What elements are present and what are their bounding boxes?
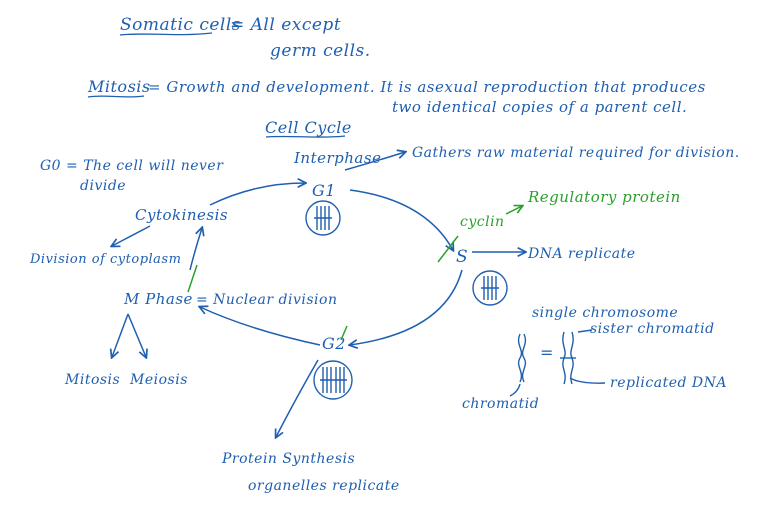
somatic-def-line1: = All except bbox=[230, 15, 341, 35]
chromatid-pointer bbox=[509, 383, 521, 397]
cycle-title: Cell Cycle bbox=[265, 118, 352, 137]
single-chromosome-label: single chromosome bbox=[532, 305, 678, 321]
g2-chromosome-pair-icon bbox=[313, 360, 353, 400]
somatic-def-line2: germ cells. bbox=[270, 41, 371, 61]
cyclin-checkpoint-mark bbox=[437, 235, 459, 263]
regulatory-protein-label: Regulatory protein bbox=[527, 188, 681, 206]
mphase-checkpoint-mark bbox=[187, 264, 198, 293]
g2-label: G2 bbox=[322, 334, 346, 353]
sister-chromatid-label: sister chromatid bbox=[590, 321, 715, 337]
mitosis-def-line2: two identical copies of a parent cell. bbox=[392, 98, 687, 116]
mitosis-def-line1: = Growth and development. It is asexual … bbox=[148, 78, 706, 96]
s-chromosome-pair-icon bbox=[472, 270, 508, 306]
cycle-title-underline bbox=[265, 135, 346, 138]
arrow-cytoplasm-division bbox=[112, 225, 151, 246]
arrow-g2-note bbox=[276, 359, 319, 437]
m-phase-def: = Nuclear division bbox=[196, 292, 337, 308]
s-label: S bbox=[456, 247, 468, 267]
arrow-cyclin-protein bbox=[505, 206, 522, 215]
g2-note-line2: organelles replicate bbox=[248, 478, 400, 494]
cytokinesis-label: Cytokinesis bbox=[135, 206, 228, 224]
somatic-term: Somatic cells bbox=[120, 15, 241, 35]
meiosis-label: Meiosis bbox=[129, 372, 188, 388]
replicated-dna-label: replicated DNA bbox=[610, 375, 727, 391]
g2-checkpoint-mark bbox=[340, 325, 348, 341]
arrow-cytokinesis-to-g1 bbox=[209, 183, 305, 206]
g1-label: G1 bbox=[312, 181, 336, 200]
arrow-to-mitosis bbox=[112, 313, 129, 357]
interphase-note: Gathers raw material required for divisi… bbox=[412, 145, 740, 161]
replicated-chromosome-icon bbox=[560, 331, 576, 385]
arrow-g1-to-s bbox=[349, 189, 453, 250]
cyclin-label: cyclin bbox=[460, 214, 505, 230]
g0-line1: G0 = The cell will never bbox=[40, 158, 224, 174]
chromatid-label: chromatid bbox=[462, 396, 539, 412]
single-chromosome-icon bbox=[517, 333, 527, 383]
mitosis-label: Mitosis bbox=[64, 372, 120, 388]
interphase-label: Interphase bbox=[293, 149, 381, 167]
somatic-underline bbox=[119, 32, 213, 36]
sister-chromatid-pointer bbox=[577, 329, 593, 333]
arrow-to-meiosis bbox=[127, 313, 146, 357]
g0-line2: divide bbox=[80, 178, 126, 194]
g1-chromosome-pair-icon bbox=[305, 200, 341, 236]
equals-sign: = bbox=[540, 343, 554, 362]
cytoplasm-division-label: Division of cytoplasm bbox=[29, 252, 181, 267]
mitosis-term: Mitosis bbox=[87, 77, 151, 96]
arrow-mphase-to-cytokinesis bbox=[189, 228, 202, 271]
arrow-interphase-note bbox=[344, 152, 405, 171]
m-phase-label: M Phase bbox=[123, 290, 193, 308]
arrow-g2-to-mphase bbox=[200, 307, 321, 346]
mitosis-underline bbox=[87, 95, 145, 98]
g2-note-line1: Protein Synthesis bbox=[221, 451, 355, 467]
dna-replicate-label: DNA replicate bbox=[527, 246, 636, 262]
replicated-dna-pointer bbox=[569, 377, 606, 384]
arrow-s-to-g2 bbox=[350, 269, 463, 345]
